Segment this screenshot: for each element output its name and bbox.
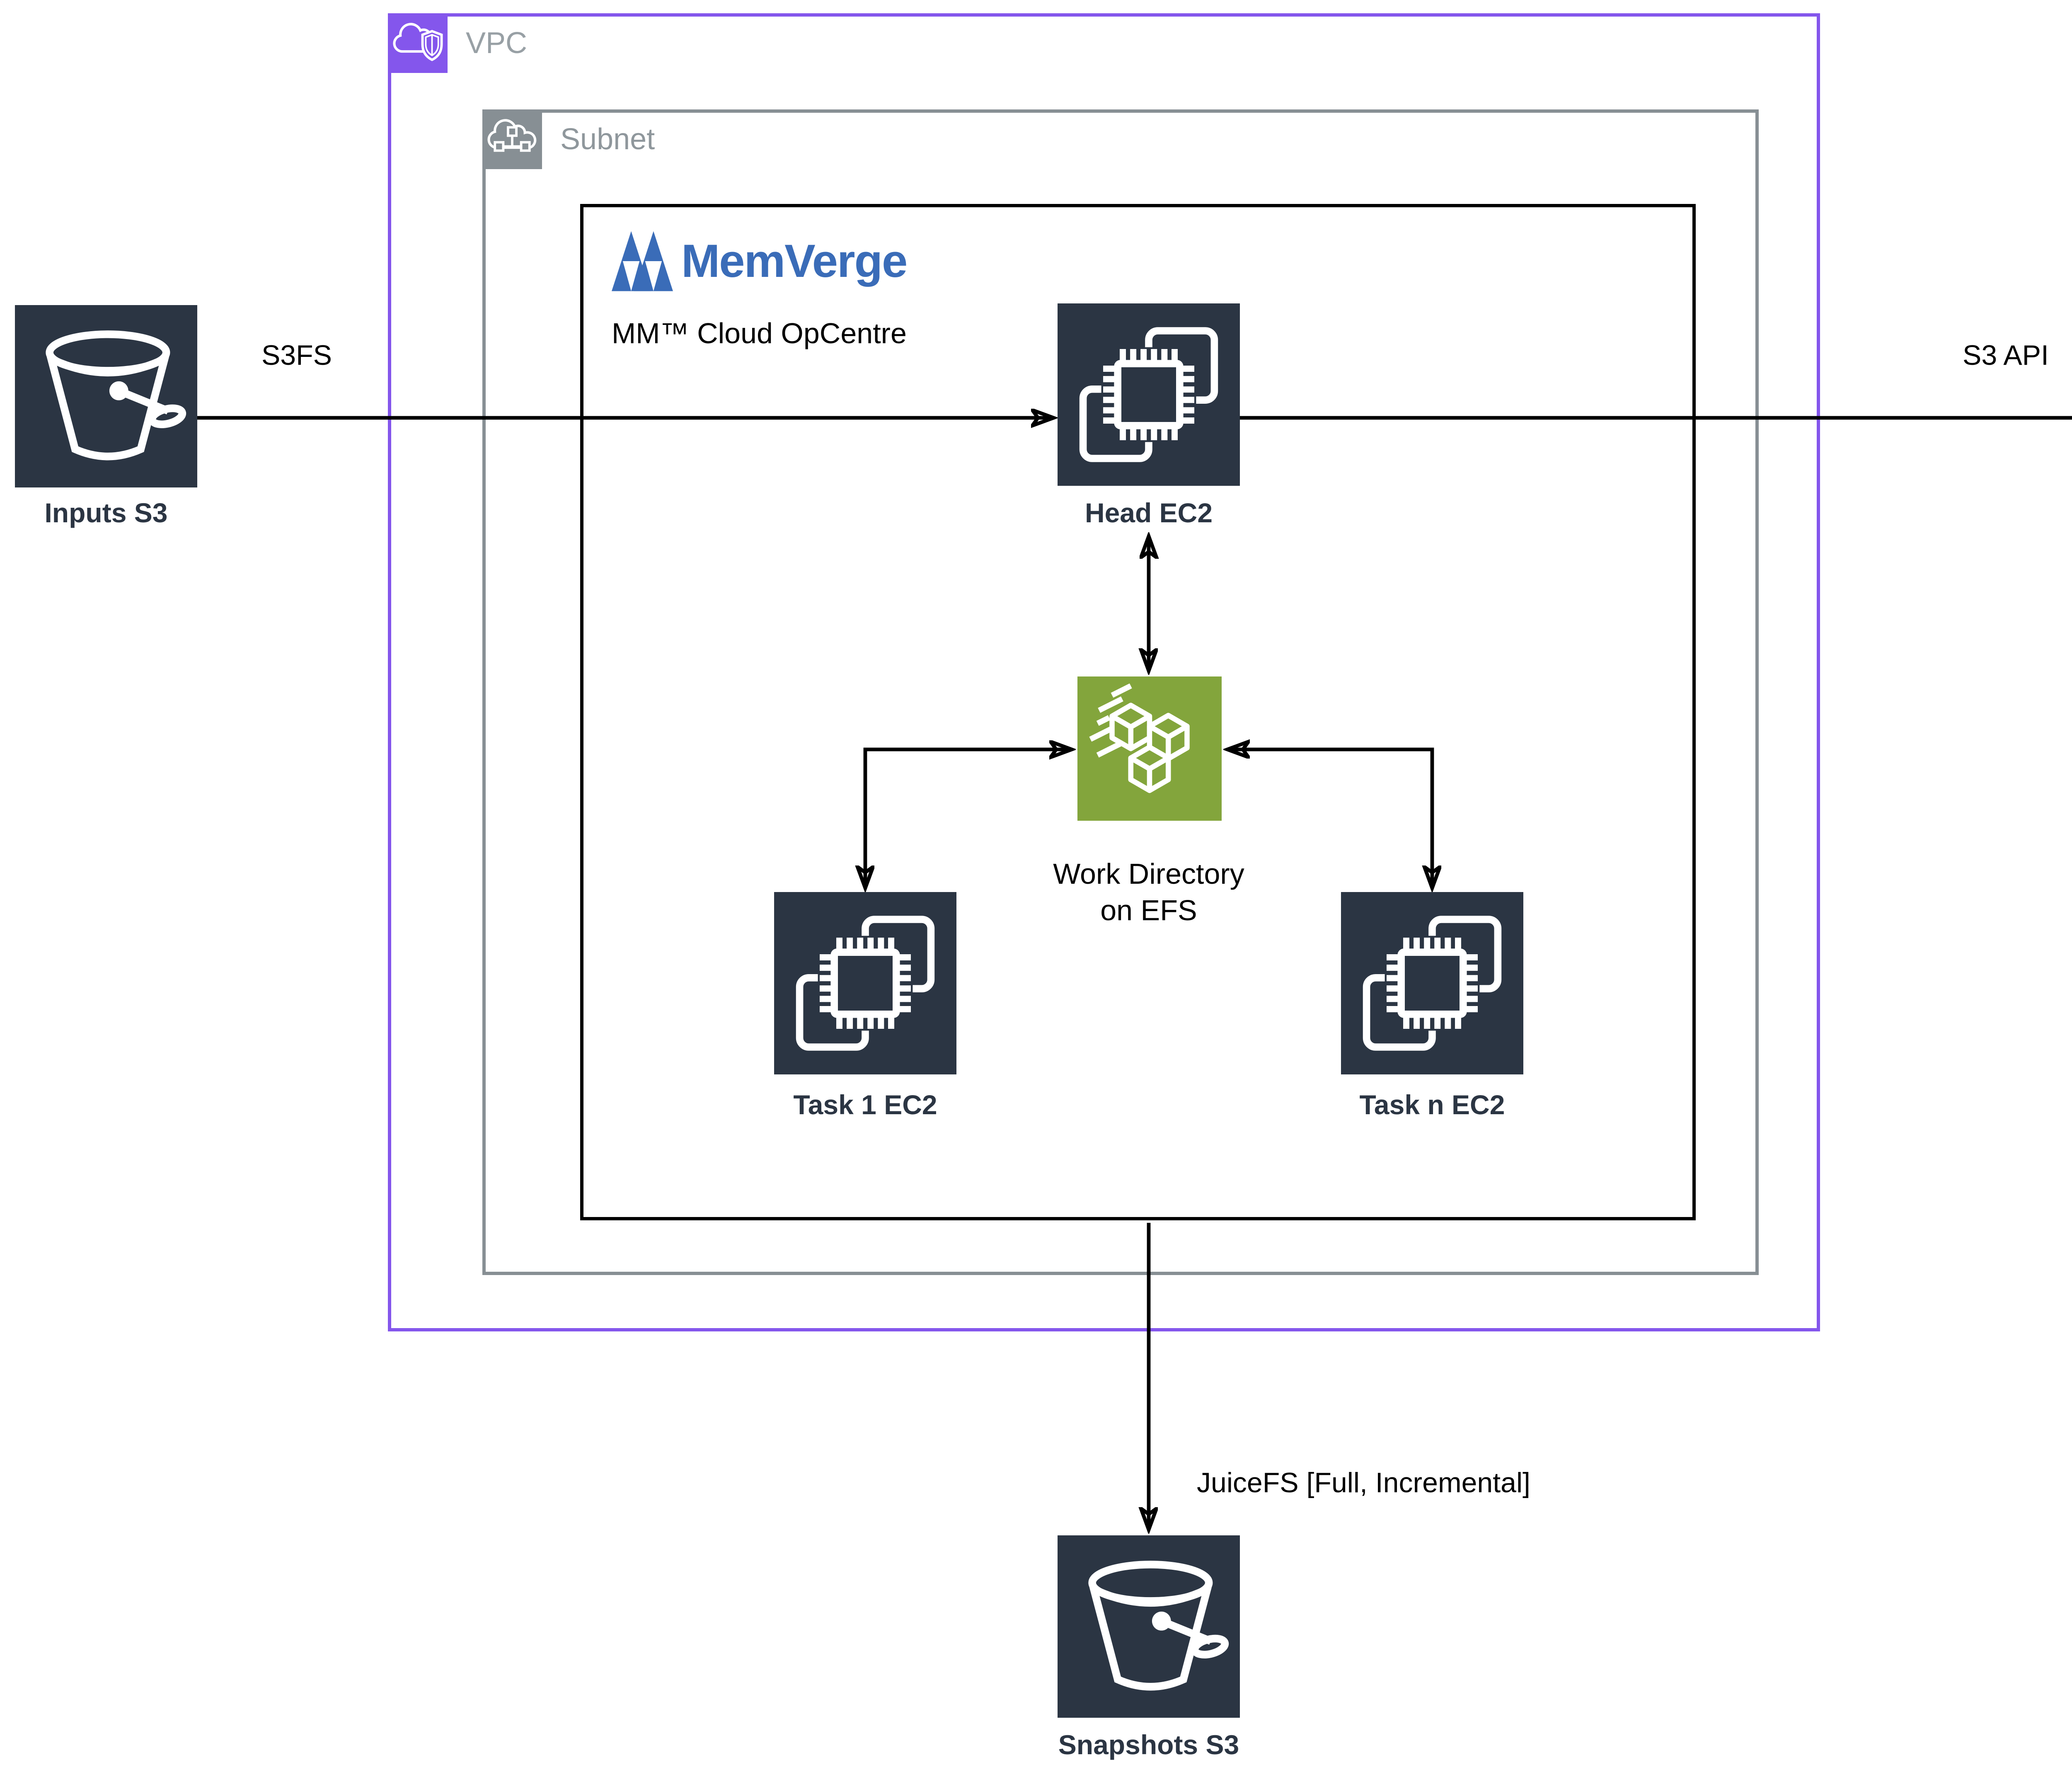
task1-ec2-label: Task 1 EC2 xyxy=(793,1091,937,1121)
ec2-instances-icon xyxy=(774,892,956,1074)
efs-label-line1: Work Directory xyxy=(1053,857,1244,890)
s3-bucket-icon xyxy=(1058,1535,1240,1718)
vpc-label: VPC xyxy=(466,27,528,60)
outputs-s3-label: Outputs S3 xyxy=(2050,499,2072,531)
memverge-wordmark: MemVerge xyxy=(681,235,908,287)
taskn-ec2-label: Task n EC2 xyxy=(1359,1091,1505,1121)
memverge-logo-icon xyxy=(612,231,673,291)
opcentre-boundary xyxy=(579,203,1696,1220)
subnet-boundary xyxy=(482,109,1759,1275)
vpc-boundary xyxy=(388,13,1820,1331)
vpc-icon xyxy=(388,13,448,73)
s3-bucket-icon xyxy=(15,305,197,487)
efs-work-directory-node xyxy=(1077,676,1222,821)
ec2-instances-icon xyxy=(1058,303,1240,486)
snapshots-s3-node xyxy=(1058,1535,1240,1718)
inputs-s3-label: Inputs S3 xyxy=(44,499,168,529)
efs-label-line2: on EFS xyxy=(1100,893,1197,926)
subnet-label: Subnet xyxy=(560,122,655,155)
efs-cubes-icon xyxy=(1077,676,1222,821)
ec2-instances-icon xyxy=(1341,892,1523,1074)
taskn-ec2-node xyxy=(1341,892,1523,1074)
opcentre-title: MM™ Cloud OpCentre xyxy=(612,317,907,350)
efs-label: Work Directory on EFS xyxy=(1008,857,1290,929)
subnet-icon xyxy=(482,109,542,168)
juicefs-edge-label: JuiceFS [Full, Incremental] xyxy=(1197,1467,1530,1499)
s3api-edge-label: S3 API xyxy=(1963,340,2049,371)
inputs-s3-node xyxy=(15,305,197,487)
s3fs-edge-label: S3FS xyxy=(261,340,332,371)
snapshots-s3-label: Snapshots S3 xyxy=(1058,1731,1239,1761)
head-ec2-node xyxy=(1058,303,1240,486)
task1-ec2-node xyxy=(774,892,956,1074)
head-ec2-label: Head EC2 xyxy=(1084,499,1213,529)
